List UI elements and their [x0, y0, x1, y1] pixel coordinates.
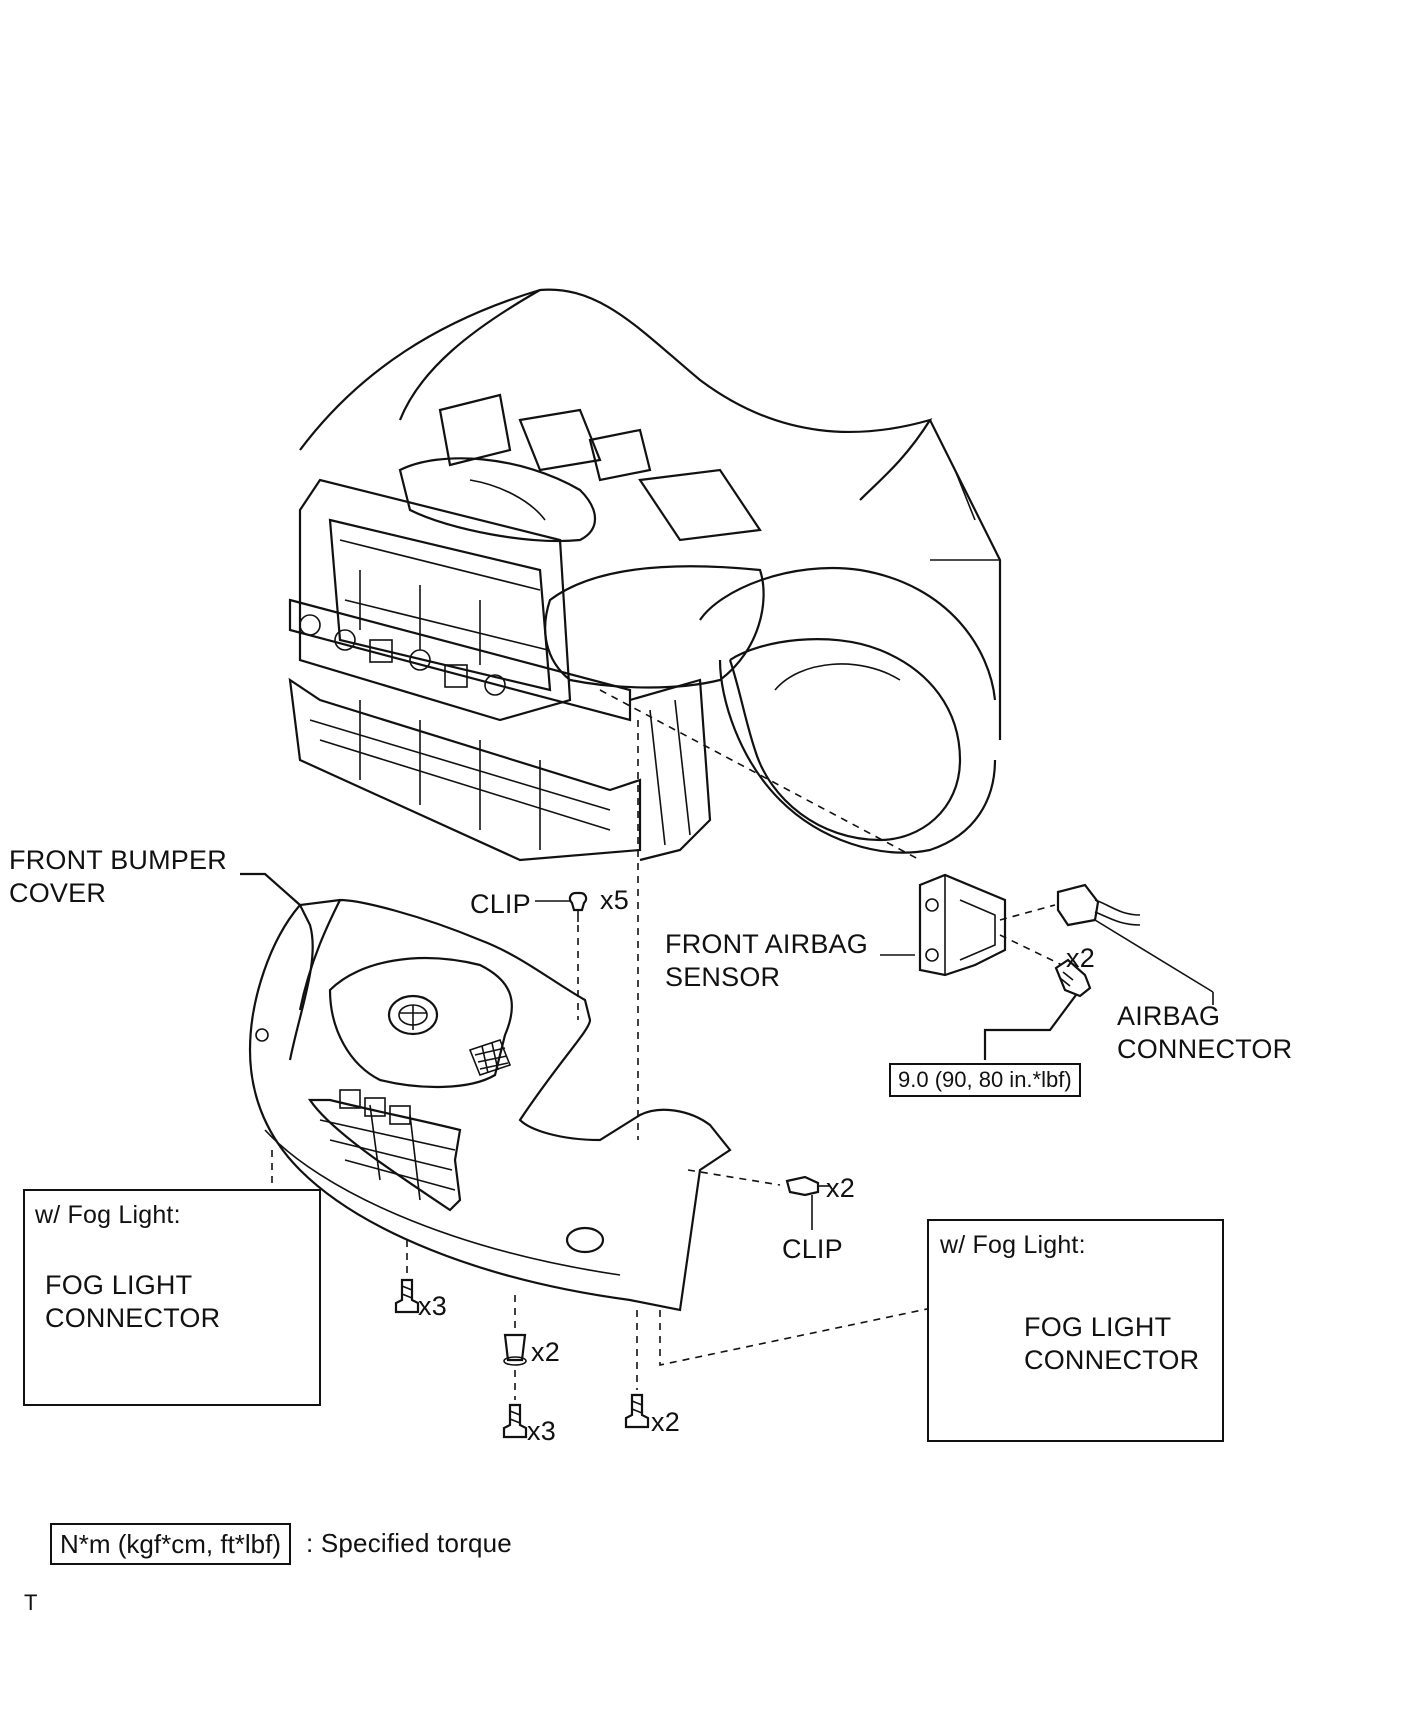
- torque-legend-text: : Specified torque: [306, 1528, 512, 1558]
- footer-mark: T: [24, 1590, 38, 1615]
- pin-qty: x2: [531, 1337, 560, 1367]
- screw-fastener: [624, 1310, 650, 1429]
- bumper-cover-drawing: [248, 898, 732, 1312]
- airbag-connector-label: AIRBAG CONNECTOR: [1117, 1001, 1293, 1064]
- screw-fastener: [503, 1295, 527, 1366]
- fog-light-connector-right-label: FOG LIGHT CONNECTOR: [1024, 1312, 1200, 1375]
- screw-fastener: [502, 1370, 528, 1439]
- fog-light-connector-left-label: FOG LIGHT CONNECTOR: [45, 1270, 221, 1333]
- screw-fastener: [394, 1240, 420, 1314]
- screw-fastener: [983, 958, 1092, 1060]
- fog-light-box-left-title: w/ Fog Light:: [35, 1201, 181, 1229]
- clip-top-qty: x5: [600, 885, 629, 915]
- screw-bottom-left-qty: x3: [527, 1416, 556, 1446]
- fog-light-box-right: w/ Fog Light: FOG LIGHT CONNECTOR: [927, 1219, 1224, 1442]
- front-bumper-cover-label: FRONT BUMPER COVER: [9, 845, 227, 908]
- screw-left-qty: x3: [418, 1291, 447, 1321]
- airbag-sensor-drawing: [880, 873, 1063, 977]
- airbag-bolt-qty: x2: [1066, 943, 1095, 973]
- fog-light-box-left: w/ Fog Light: FOG LIGHT CONNECTOR: [23, 1189, 321, 1406]
- car-front-drawing: [288, 288, 1002, 862]
- airbag-connector-plug: [1056, 883, 1214, 1005]
- clip-top-label: CLIP: [470, 889, 531, 919]
- clip-side-label: CLIP: [782, 1234, 843, 1264]
- fog-light-box-right-title: w/ Fog Light:: [940, 1231, 1086, 1259]
- torque-legend-units: N*m (kgf*cm, ft*lbf): [50, 1523, 292, 1565]
- clip-fastener: [535, 891, 588, 1020]
- clip-side-qty: x2: [826, 1173, 855, 1203]
- screw-bottom-right-qty: x2: [651, 1407, 680, 1437]
- airbag-torque-spec: 9.0 (90, 80 in.*lbf): [889, 1063, 1081, 1097]
- front-airbag-sensor-label: FRONT AIRBAG SENSOR: [665, 929, 868, 992]
- clip-fastener: [785, 1175, 830, 1230]
